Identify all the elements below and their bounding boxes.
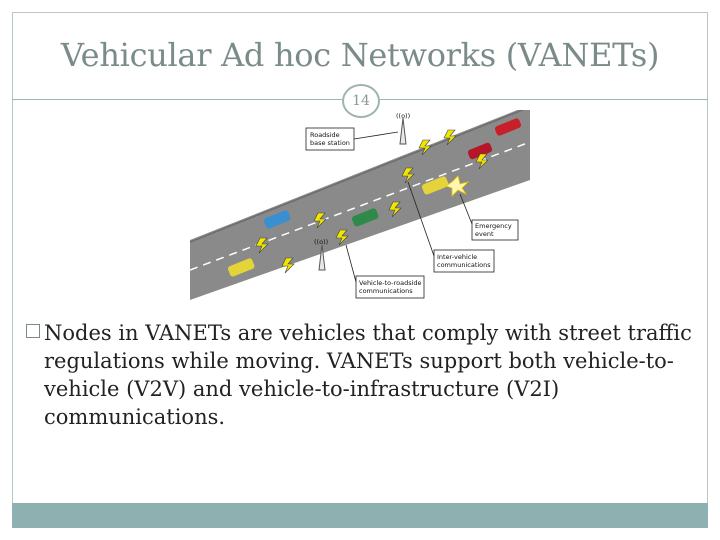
bullet-checkbox-icon: [26, 324, 40, 338]
emergency-burst-icon: [445, 175, 470, 197]
svg-text:Emergency: Emergency: [475, 222, 512, 230]
lightning-bolts: [255, 129, 489, 274]
page-number: 14: [342, 84, 380, 118]
svg-text:communications: communications: [359, 287, 413, 295]
svg-text:Roadside: Roadside: [310, 131, 340, 139]
callout-inter-vehicle-communications: Inter-vehicle communications: [407, 181, 495, 273]
title-divider-right: [380, 99, 708, 100]
svg-text:event: event: [475, 230, 494, 238]
svg-text:communications: communications: [437, 261, 491, 269]
vanet-illustration: ((o)) ((o)) Roadside base station Emerge…: [190, 110, 530, 300]
callout-emergency-event: Emergency event: [459, 193, 519, 241]
bullet-text: Nodes in VANETs are vehicles that comply…: [44, 321, 692, 429]
road-edge-top: [190, 110, 525, 243]
car-red-icon: [494, 118, 522, 136]
svg-text:((o)): ((o)): [314, 238, 328, 246]
car-blue-icon: [263, 210, 291, 229]
svg-text:((o)): ((o)): [396, 112, 410, 120]
callout-roadside-base-station: Roadside base station: [305, 127, 399, 151]
title-divider-left: [12, 99, 342, 100]
svg-text:Inter-vehicle: Inter-vehicle: [437, 253, 477, 261]
road-center-line: [190, 141, 530, 271]
footer-bar: [12, 503, 708, 528]
car-red-2-icon: [467, 142, 493, 160]
slide-title: Vehicular Ad hoc Networks (VANETs): [60, 36, 660, 74]
svg-text:Vehicle-to-roadside: Vehicle-to-roadside: [359, 279, 422, 287]
antenna-icon-top: ((o)): [396, 112, 410, 145]
car-green-icon: [351, 208, 379, 227]
road: [190, 110, 530, 300]
svg-text:base station: base station: [310, 139, 350, 147]
car-yellow-2-icon: [227, 258, 255, 277]
car-yellow-icon: [421, 176, 449, 195]
callout-vehicle-to-roadside-communications: Vehicle-to-roadside communications: [345, 244, 425, 299]
antenna-icon-bottom: ((o)): [314, 238, 328, 271]
